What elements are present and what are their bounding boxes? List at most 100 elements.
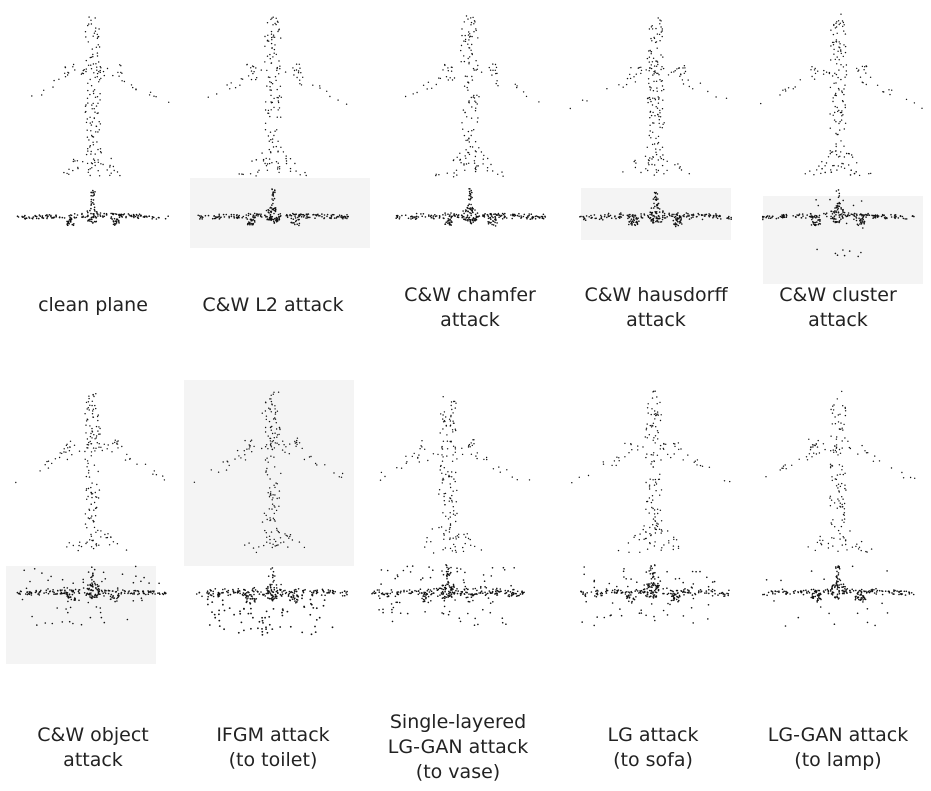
point — [650, 211, 652, 214]
point — [270, 491, 272, 493]
caption-line: LG-GAN attack — [387, 736, 529, 758]
point — [252, 616, 254, 619]
point — [507, 590, 509, 593]
point — [269, 519, 272, 521]
point — [628, 596, 631, 598]
point — [660, 414, 662, 416]
point — [492, 63, 494, 65]
point — [278, 433, 280, 436]
point — [133, 216, 135, 219]
point — [838, 568, 841, 570]
point — [631, 220, 634, 223]
point — [46, 460, 48, 463]
point — [584, 595, 587, 598]
point — [454, 514, 456, 516]
point — [863, 214, 866, 216]
point — [474, 213, 477, 216]
point — [221, 599, 224, 602]
point — [791, 464, 793, 466]
point — [241, 78, 244, 80]
point — [838, 221, 840, 224]
point — [279, 427, 281, 429]
point — [504, 212, 506, 215]
point — [843, 592, 845, 595]
point — [411, 215, 413, 218]
point — [491, 74, 493, 76]
point — [655, 106, 657, 108]
point — [634, 214, 636, 216]
point — [836, 577, 839, 580]
point — [120, 591, 123, 594]
point — [266, 589, 269, 592]
point — [399, 592, 402, 594]
point — [107, 533, 109, 535]
point — [94, 164, 96, 167]
point — [152, 591, 155, 593]
point — [95, 507, 97, 509]
point — [654, 619, 656, 622]
point — [692, 597, 695, 600]
point — [446, 575, 448, 578]
point — [858, 589, 861, 592]
point — [442, 421, 445, 423]
point — [265, 402, 267, 404]
point — [326, 213, 329, 216]
point — [87, 419, 89, 421]
point — [84, 513, 87, 515]
point — [46, 217, 48, 220]
point — [452, 592, 455, 594]
point — [151, 218, 153, 220]
point — [813, 78, 816, 80]
point — [472, 588, 474, 590]
point — [814, 221, 817, 224]
point — [784, 464, 786, 466]
point — [113, 212, 115, 215]
point — [461, 28, 463, 30]
point — [835, 190, 838, 192]
point — [454, 428, 456, 430]
point — [462, 128, 464, 130]
point — [840, 119, 843, 121]
point — [301, 447, 303, 450]
point — [92, 394, 94, 396]
point — [473, 97, 476, 99]
point — [269, 81, 271, 83]
point — [326, 90, 328, 93]
point — [69, 606, 72, 609]
point — [99, 148, 102, 150]
point — [645, 481, 647, 484]
point — [399, 612, 402, 614]
point — [450, 441, 452, 443]
point — [287, 595, 290, 597]
point — [457, 536, 460, 538]
point — [631, 223, 633, 225]
point — [451, 596, 453, 598]
point — [98, 544, 100, 546]
point — [240, 621, 243, 624]
point — [686, 589, 689, 591]
point — [711, 581, 714, 583]
point — [49, 590, 52, 592]
point — [278, 216, 280, 219]
point — [461, 122, 463, 124]
point — [484, 591, 486, 594]
point — [470, 203, 472, 206]
point — [422, 595, 425, 597]
point — [618, 460, 620, 462]
top-view-background — [184, 380, 354, 566]
point — [287, 546, 289, 548]
point — [272, 202, 274, 205]
point — [465, 149, 467, 151]
point — [293, 222, 295, 224]
point — [653, 202, 655, 205]
point — [494, 225, 497, 227]
point — [651, 506, 653, 509]
point — [443, 538, 445, 540]
point — [540, 215, 543, 218]
point — [78, 544, 80, 547]
point — [428, 214, 430, 216]
point — [474, 587, 477, 590]
point — [508, 594, 510, 596]
point — [529, 218, 532, 220]
point — [855, 545, 857, 548]
